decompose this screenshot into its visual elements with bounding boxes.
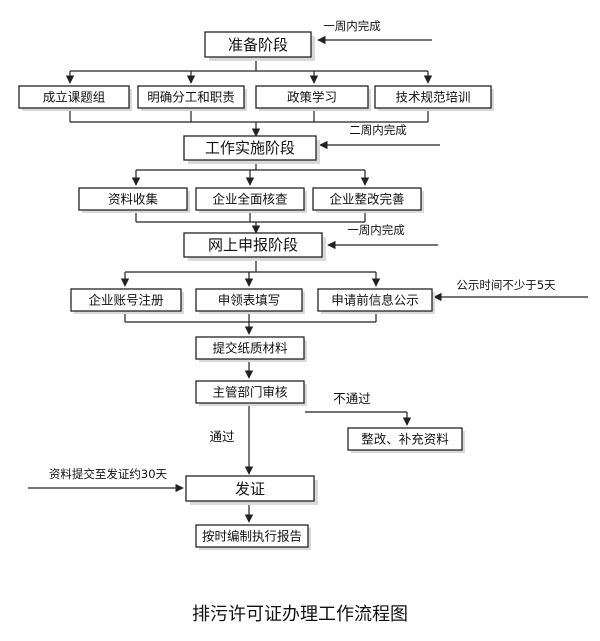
node-review-label: 主管部门审核 (212, 385, 288, 400)
node-supplement-label: 整改、补充资料 (361, 432, 449, 447)
node-issue: 发证 (185, 475, 318, 505)
edges (28, 35, 588, 523)
node-online: 网上申报阶段 (183, 232, 326, 261)
node-paper-label: 提交纸质材料 (212, 341, 288, 356)
node-check-label: 企业全面核查 (212, 192, 288, 207)
node-paper: 提交纸质材料 (195, 336, 307, 362)
note-days30: 资料提交至发证约30天 (49, 467, 168, 481)
note-week1: 一周内完成 (323, 19, 381, 33)
node-register: 企业账号注册 (70, 288, 184, 314)
node-training: 技术规范培训 (374, 85, 494, 111)
edge-labels: 不通过 通过 (209, 391, 371, 444)
node-form: 申领表填写 (195, 288, 305, 314)
node-group: 成立课题组 (18, 85, 132, 111)
node-check: 企业全面核查 (195, 187, 307, 213)
node-report-label: 按时编制执行报告 (202, 529, 302, 544)
node-impl-label: 工作实施阶段 (205, 139, 295, 157)
note-week2: 二周内完成 (349, 123, 407, 137)
node-report: 按时编制执行报告 (195, 524, 311, 550)
node-impl: 工作实施阶段 (183, 135, 320, 164)
node-prep: 准备阶段 (204, 31, 315, 61)
edge-label-pass: 通过 (209, 429, 235, 444)
notes: 一周内完成 二周内完成 一周内完成 公示时间不少于5天 资料提交至发证约30天 (49, 19, 556, 481)
node-duty-label: 明确分工和职责 (147, 90, 235, 105)
node-review: 主管部门审核 (195, 380, 307, 406)
note-week3: 一周内完成 (347, 223, 405, 237)
node-prep-label: 准备阶段 (228, 36, 288, 54)
node-policy: 政策学习 (255, 85, 371, 111)
node-publicize: 申请前信息公示 (317, 288, 435, 314)
edge-label-fail: 不通过 (333, 391, 371, 406)
node-register-label: 企业账号注册 (88, 293, 163, 308)
node-online-label: 网上申报阶段 (208, 236, 298, 254)
node-issue-label: 发证 (235, 480, 265, 498)
diagram-caption: 排污许可证办理工作流程图 (192, 604, 408, 625)
node-rectify: 企业整改完善 (312, 187, 424, 213)
node-policy-label: 政策学习 (287, 90, 337, 105)
node-collect: 资料收集 (78, 187, 190, 213)
node-supplement: 整改、补充资料 (347, 427, 465, 453)
nodes: 准备阶段 成立课题组 明确分工和职责 政策学习 技术规范培训 (18, 31, 494, 550)
node-duty: 明确分工和职责 (137, 85, 247, 111)
node-form-label: 申领表填写 (218, 293, 281, 308)
node-collect-label: 资料收集 (108, 192, 159, 207)
node-training-label: 技术规范培训 (395, 90, 470, 105)
node-rectify-label: 企业整改完善 (329, 192, 404, 207)
note-days5: 公示时间不少于5天 (456, 278, 556, 292)
node-group-label: 成立课题组 (43, 90, 106, 105)
node-publicize-label: 申请前信息公示 (331, 293, 419, 308)
